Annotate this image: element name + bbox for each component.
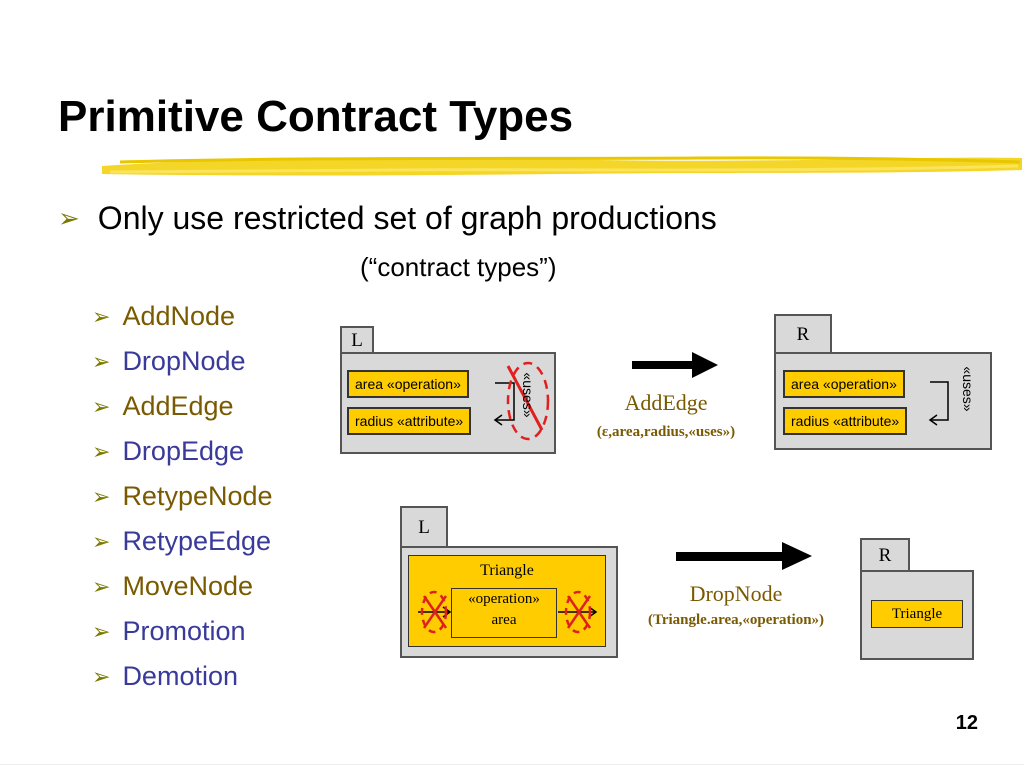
title-underline-brush (102, 156, 1022, 176)
package-tab-right: R (774, 314, 832, 356)
arrow-bullet-icon: ➢ (92, 663, 111, 689)
list-item: ➢ Demotion (92, 654, 273, 699)
contract-type-label: DropNode (122, 346, 246, 376)
contract-type-label: DropEdge (122, 436, 245, 466)
arrow-bullet-icon: ➢ (92, 348, 111, 374)
arrow-bullet-icon: ➢ (92, 393, 111, 419)
list-item: ➢ RetypeNode (92, 474, 273, 519)
uses-edge-label: «uses» (520, 372, 536, 418)
package-tab-right: R (860, 538, 910, 574)
list-item: ➢ AddNode (92, 294, 273, 339)
arrow-bullet-icon: ➢ (58, 203, 80, 233)
list-item: ➢ DropNode (92, 339, 273, 384)
contract-type-label: AddEdge (122, 391, 234, 421)
arrow-bullet-icon: ➢ (92, 573, 111, 599)
radius-attribute-node: radius «attribute» (347, 407, 472, 435)
contract-type-label: RetypeNode (122, 481, 273, 511)
package-left (340, 352, 556, 454)
area-operation-node-deleted: «operation» area (451, 588, 557, 638)
rule-name-drop-node: DropNode (689, 581, 783, 606)
contract-type-label: Promotion (122, 616, 246, 646)
main-bullet: ➢ Only use restricted set of graph produ… (58, 200, 717, 237)
contract-type-label: AddNode (122, 301, 236, 331)
arrow-bullet-icon: ➢ (92, 618, 111, 644)
arrow-bullet-icon: ➢ (92, 438, 111, 464)
arrow-bullet-icon: ➢ (92, 483, 111, 509)
list-item: ➢ MoveNode (92, 564, 273, 609)
main-bullet-text: Only use restricted set of graph product… (97, 200, 717, 236)
footer-divider (0, 764, 1024, 765)
package-tab-left: L (400, 506, 448, 550)
area-operation-node: area «operation» (347, 370, 469, 398)
contract-type-label: RetypeEdge (122, 526, 272, 556)
transformation-arrow-icon (632, 352, 718, 378)
triangle-container-label: Triangle (480, 562, 534, 579)
contract-type-label: MoveNode (122, 571, 254, 601)
list-item: ➢ RetypeEdge (92, 519, 273, 564)
rule-signature-add-edge: (ε,area,radius,«uses») (596, 424, 736, 440)
contract-type-list: ➢ AddNode ➢ DropNode ➢ AddEdge ➢ DropEdge ➢ R… (92, 294, 273, 699)
node-name: area (491, 612, 517, 628)
area-operation-node: area «operation» (783, 370, 905, 398)
uses-edge-deleted-connector (493, 361, 550, 441)
slide-title: Primitive Contract Types (58, 92, 574, 141)
rule-signature-drop-node: (Triangle.area,«operation») (647, 612, 825, 628)
uses-edge-connector (928, 381, 949, 426)
triangle-node: Triangle (871, 600, 963, 628)
main-bullet-subtext: (“contract types”) (360, 252, 557, 282)
arrow-bullet-icon: ➢ (92, 528, 111, 554)
list-item: ➢ Promotion (92, 609, 273, 654)
page-number: 12 (955, 712, 978, 734)
list-item: ➢ AddEdge (92, 384, 273, 429)
arrow-bullet-icon: ➢ (92, 303, 111, 329)
rule-name-add-edge: AddEdge (624, 390, 708, 415)
radius-attribute-node: radius «attribute» (783, 407, 908, 435)
list-item: ➢ DropEdge (92, 429, 273, 474)
deleted-edges-marks (418, 590, 598, 634)
node-stereotype: «operation» (468, 591, 540, 607)
uses-edge-label: «uses» (960, 366, 976, 412)
contract-type-label: Demotion (122, 661, 238, 691)
transformation-arrow-icon (676, 542, 812, 570)
package-tab-left: L (340, 326, 374, 356)
